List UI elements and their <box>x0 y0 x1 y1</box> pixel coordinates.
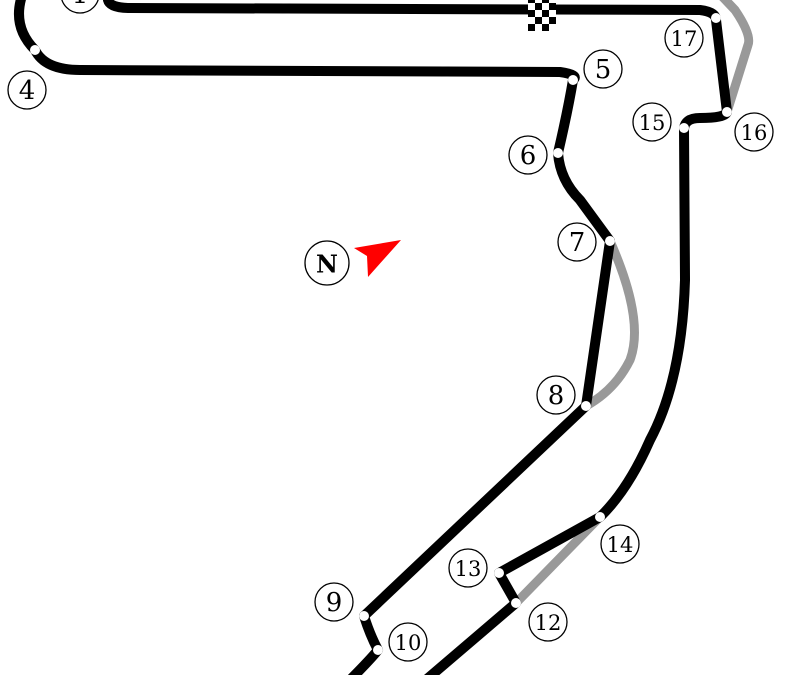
compass: N <box>304 240 401 286</box>
alt-segment-12-14 <box>511 512 605 608</box>
turn-label-8: 8 <box>536 375 576 415</box>
turn-label-12-text: 12 <box>535 611 562 635</box>
turn-label-17: 17 <box>664 18 704 58</box>
turn-label-14: 14 <box>600 524 640 564</box>
corner-dot-16 <box>722 107 732 117</box>
turn-label-15: 15 <box>632 102 672 142</box>
corner-dot-10 <box>373 645 383 655</box>
turn-label-16: 16 <box>734 112 774 152</box>
turn-label-7-text: 7 <box>569 228 586 258</box>
north-arrow-icon <box>354 240 401 277</box>
turn-label-7: 7 <box>557 222 597 262</box>
track-8-9 <box>359 401 591 621</box>
turn-label-6: 6 <box>508 135 548 175</box>
track-5-6-7 <box>553 75 615 246</box>
corner-dot-8 <box>581 401 591 411</box>
corner-dot-7 <box>605 236 615 246</box>
corner-dot-9 <box>359 611 369 621</box>
start-finish-flag-icon <box>528 0 556 36</box>
corner-dot-17 <box>711 13 721 23</box>
turn-label-10-text: 10 <box>395 631 422 655</box>
corner-dot-15 <box>679 123 689 133</box>
turn-label-15-text: 15 <box>639 111 666 135</box>
corner-dot-12 <box>511 598 521 608</box>
turn-label-12: 12 <box>528 602 568 642</box>
corner-dot-13 <box>494 568 504 578</box>
turn-label-9: 9 <box>314 582 354 622</box>
corner-dot-6 <box>553 148 563 158</box>
turn-label-8-text: 8 <box>548 381 565 411</box>
turn-label-17-text: 17 <box>671 27 698 51</box>
turn-label-13-text: 13 <box>455 557 482 581</box>
corner-dot-5 <box>568 75 578 85</box>
alt-segment-17-16 <box>719 0 754 117</box>
alt-segment-7-8 <box>581 236 639 411</box>
corner-dot-4 <box>30 45 40 55</box>
turn-label-13: 13 <box>448 548 488 588</box>
turn-label-9-text: 9 <box>326 588 343 618</box>
turn-label-4-text: 4 <box>19 76 36 106</box>
turn-label-5-text: 5 <box>595 55 612 85</box>
turn-label-16-text: 16 <box>741 121 768 145</box>
track-14-13-12 <box>424 512 605 675</box>
turn-label-1-text: 1 <box>72 0 89 10</box>
turn-label-4: 4 <box>7 70 47 110</box>
corner-markers <box>30 13 732 655</box>
track-9-10 <box>347 611 383 675</box>
turn-label-6-text: 6 <box>520 141 537 171</box>
track-main-straight <box>103 0 732 117</box>
turn-label-5: 5 <box>583 49 623 89</box>
turn-label-14-text: 14 <box>607 533 634 557</box>
turn-label-1: 1 <box>61 0 99 14</box>
track-16-15 <box>595 107 732 522</box>
compass-label: N <box>316 250 338 279</box>
turn-label-10: 10 <box>388 622 428 662</box>
track-7-8 <box>581 236 615 411</box>
compass-circle <box>304 240 350 286</box>
corner-dot-14 <box>595 512 605 522</box>
